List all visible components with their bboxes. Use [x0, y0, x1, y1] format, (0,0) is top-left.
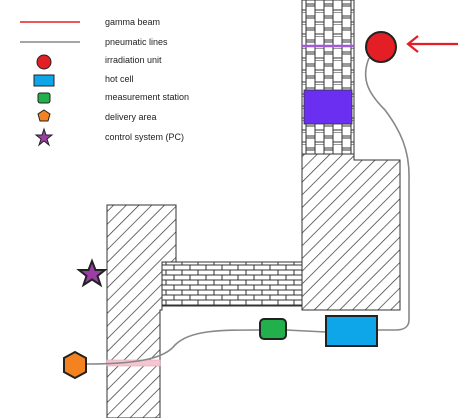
green-rounded-square-icon — [37, 92, 51, 104]
purple-star-icon — [34, 127, 54, 147]
irradiation-unit[interactable] — [365, 31, 397, 63]
brick-shaft-wall — [301, 0, 355, 155]
legend: gamma beam pneumatic lines irradiation u… — [20, 17, 189, 147]
measurement-station[interactable] — [259, 318, 287, 340]
legend-item-gamma-beam: gamma beam — [20, 17, 160, 27]
legend-item-control-system: control system (PC) — [34, 127, 184, 147]
delivery-area[interactable] — [63, 350, 87, 380]
beam-shielding-block — [303, 89, 353, 125]
hatched-wall-left — [106, 204, 177, 418]
legend-label: delivery area — [105, 112, 157, 122]
control-system[interactable] — [76, 258, 108, 288]
hatched-wall-right — [301, 153, 401, 311]
pneumatic-lines — [86, 57, 410, 365]
hot-cell[interactable] — [325, 315, 378, 347]
legend-item-hot-cell: hot cell — [33, 74, 134, 87]
legend-label: hot cell — [105, 74, 134, 84]
legend-label: control system (PC) — [105, 132, 184, 142]
legend-label: irradiation unit — [105, 55, 162, 65]
red-arrow-icon — [406, 35, 458, 53]
legend-label: measurement station — [105, 92, 189, 102]
legend-item-pneumatic-lines: pneumatic lines — [20, 37, 168, 47]
red-circle-icon — [36, 54, 52, 70]
legend-item-irradiation-unit: irradiation unit — [36, 54, 162, 70]
legend-item-delivery-area: delivery area — [37, 109, 157, 122]
blue-rectangle-icon — [33, 74, 55, 87]
legend-label: gamma beam — [105, 17, 160, 27]
legend-label: pneumatic lines — [105, 37, 168, 47]
orange-pentagon-icon — [37, 109, 51, 122]
legend-item-measurement-station: measurement station — [37, 92, 189, 104]
brick-wall-middle — [161, 261, 303, 307]
